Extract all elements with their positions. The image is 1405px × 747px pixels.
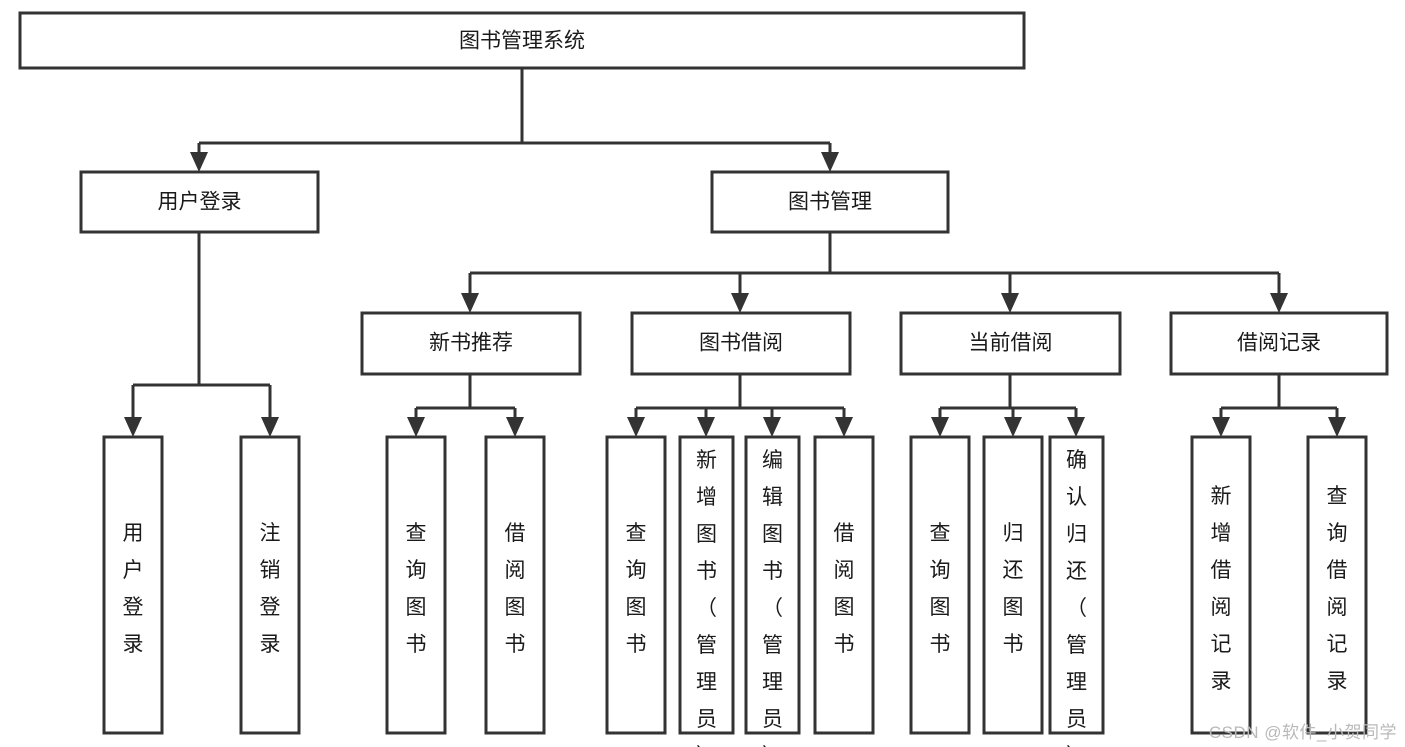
arrow-to-leaf-add-book [697,417,715,437]
arrow-to-user-login [190,152,208,172]
leaf-user-login-label: 用户登录 [123,522,144,656]
leaf-query-book-bor[interactable]: 查询图书 [605,435,667,735]
leaf-confirm-return-label: 确认归还（管理员） [1066,449,1087,747]
leaf-return-book[interactable]: 归还图书 [982,435,1044,735]
leaf-logout[interactable]: 注销登录 [239,435,301,735]
leaf-add-book-label: 新增图书（管理员） [696,449,717,747]
leaf-edit-book-label: 编辑图书（管理员） [762,449,783,747]
leaf-add-record-label: 新增借阅记录 [1211,485,1232,693]
node-layer: 图书管理系统 用户登录 图书管理 新书推荐 图书借阅 当前借阅 借阅记录 [18,11,1389,376]
leaf-user-login[interactable]: 用户登录 [102,435,164,735]
leaf-confirm-return[interactable]: 确认归还（管理员） [1048,435,1105,747]
arrow-to-leaf-user-login [124,417,142,437]
leaf-query-book-bor-label: 查询图书 [626,522,647,656]
leaf-add-record[interactable]: 新增借阅记录 [1190,435,1252,735]
arrow-to-leaf-return-book [1004,417,1022,437]
node-book-manage-label: 图书管理 [788,191,872,214]
leaf-borrow-book-rec-label: 借阅图书 [505,522,526,656]
leaf-return-book-label: 归还图书 [1003,522,1024,656]
leaf-query-book-cur-label: 查询图书 [930,522,951,656]
leaf-borrow-book-bor-label: 借阅图书 [834,522,855,656]
arrow-to-borrow-record [1270,293,1288,313]
arrow-to-leaf-edit-book [763,417,781,437]
arrow-to-leaf-add-record [1212,417,1230,437]
leaf-borrow-book-bor[interactable]: 借阅图书 [813,435,875,735]
leaf-query-book-rec-label: 查询图书 [406,522,427,656]
leaf-borrow-book-rec[interactable]: 借阅图书 [484,435,546,735]
node-user-login[interactable]: 用户登录 [79,170,320,234]
node-borrow-record-label: 借阅记录 [1237,332,1321,355]
node-root[interactable]: 图书管理系统 [18,11,1026,70]
connector-layer [124,68,1346,437]
leaf-query-book-rec[interactable]: 查询图书 [385,435,447,735]
node-current-borrow[interactable]: 当前借阅 [899,311,1122,376]
arrow-to-leaf-query-book-bor [627,417,645,437]
leaf-query-book-cur[interactable]: 查询图书 [909,435,971,735]
arrow-to-leaf-confirm-return [1067,417,1085,437]
arrow-to-leaf-borrow-book-rec [506,417,524,437]
node-current-borrow-label: 当前借阅 [969,332,1053,355]
arrow-to-new-book-rec [461,293,479,313]
arrow-to-leaf-query-record [1328,417,1346,437]
arrow-to-book-manage [821,152,839,172]
leaf-edit-book[interactable]: 编辑图书（管理员） [744,435,801,747]
node-borrow-record[interactable]: 借阅记录 [1169,311,1389,376]
node-root-label: 图书管理系统 [459,30,585,53]
arrow-to-current-borrow [1001,293,1019,313]
node-book-borrow-label: 图书借阅 [699,332,783,355]
arrow-to-leaf-query-book-cur [931,417,949,437]
node-new-book-recommend[interactable]: 新书推荐 [360,311,582,376]
leaf-query-record[interactable]: 查询借阅记录 [1306,435,1368,735]
arrow-to-leaf-borrow-book-bor [835,417,853,437]
arrow-to-book-borrow [731,293,749,313]
arrow-to-leaf-logout [261,417,279,437]
node-new-book-recommend-label: 新书推荐 [429,332,513,355]
node-book-manage[interactable]: 图书管理 [710,170,950,234]
node-book-borrow[interactable]: 图书借阅 [630,311,852,376]
leaf-add-book[interactable]: 新增图书（管理员） [678,435,735,747]
leaf-layer: 用户登录 注销登录 查询图书 借阅图书 查询图书 新增图书（管理员） 编辑图书（管理员） 借阅… [102,435,1368,747]
leaf-logout-label: 注销登录 [260,522,281,656]
leaf-query-record-label: 查询借阅记录 [1327,485,1348,693]
arrow-to-leaf-query-book-rec [407,417,425,437]
node-user-login-label: 用户登录 [158,191,242,214]
